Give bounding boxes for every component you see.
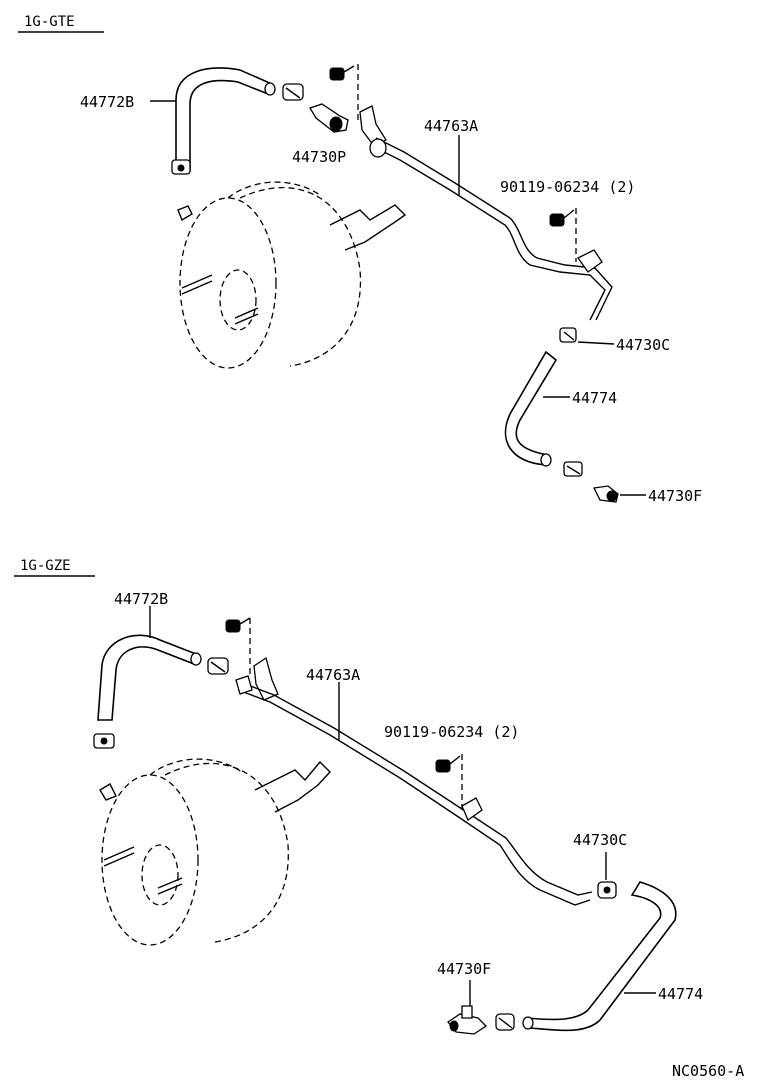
label-hose-upper-1: 44772B [80,93,134,111]
pipe-2-end [235,675,253,695]
bolt-mid-2 [435,755,461,773]
booster-mount-bracket [329,204,407,251]
hose-lower-1 [504,350,558,466]
booster-shell [239,187,362,367]
check-valve-1 [309,103,349,133]
booster-2-nipple [99,783,117,801]
section-2-title: 1G-GZE [20,558,71,574]
leader-clamp-1 [577,341,615,345]
booster-2-front-face [101,774,199,946]
booster-2-boss [141,844,179,906]
clamp-mid-1 [559,327,577,343]
hose-upper-1-end [264,82,276,96]
brake-booster-1 [177,181,407,369]
pipe-2-b [239,681,593,896]
hose-lower-2 [524,881,677,1032]
section-1g-gte: 1G-GTE 44772B [18,14,702,505]
bolt-top-1 [329,65,355,81]
booster-rod-left-2 [181,280,213,295]
label-bolt-1: 90119-06234 (2) [500,178,635,196]
label-clamp-1: 44730C [616,336,670,354]
label-hose-upper-2: 44772B [114,590,168,608]
booster-front-face [179,197,277,369]
pipe-2-a [237,689,591,906]
pipe-1-b [375,137,613,321]
label-union-2: 44730F [437,960,491,978]
pipe-bracket-1 [359,105,387,147]
label-hose-lower-2: 44774 [658,985,703,1003]
pipe-1-a [371,145,606,321]
hose-upper-2-end [190,652,202,666]
booster-rod-center [234,307,259,319]
clamp-mid-2 [597,881,617,899]
section-1g-gze: 1G-GZE 44772B [14,558,703,1035]
brake-booster-2 [99,758,331,946]
booster-nipple [177,205,193,222]
union-1 [593,485,619,503]
clamp-bottom-1 [563,461,583,477]
clamp-lower-left-1 [171,159,191,175]
bolt-top-2 [225,617,251,633]
booster-rod-left [181,274,213,289]
clamp-lower-left-2 [93,733,115,749]
union-2 [447,1005,488,1035]
clamp-bottom-2 [495,1013,515,1031]
diagram-code: NC0560-A [672,1062,744,1080]
booster-2-rim [149,758,243,776]
booster-2-mount-bracket [254,760,331,813]
booster-2-rod-left-2 [103,852,135,867]
label-union-1: 44730F [648,487,702,505]
clamp-upper-1 [282,83,304,101]
label-check-valve-1: 44730P [292,148,346,166]
pipe-clip-1 [577,249,603,273]
hose-upper-1 [175,67,274,171]
bolt-mid-1 [549,209,575,227]
label-clamp-2: 44730C [573,831,627,849]
label-bolt-2: 90119-06234 (2) [384,723,519,741]
hose-upper-2 [97,634,197,721]
section-1-title: 1G-GTE [24,14,75,30]
pipe-bracket-2 [253,656,279,701]
pipe-clip-2 [461,797,483,821]
label-pipe-1: 44763A [424,117,478,135]
booster-2-rod-left [103,846,135,861]
clamp-upper-2 [207,657,229,675]
label-pipe-2: 44763A [306,666,360,684]
booster-rod-center-2 [234,313,259,325]
booster-2-shell [164,762,289,943]
booster-boss [219,269,257,331]
label-hose-lower-1: 44774 [572,389,617,407]
hose-lower-2-end [522,1016,534,1030]
booster-2-rod-center [157,877,183,889]
pipe-1-end-fitting [369,138,387,158]
booster-rim [227,181,321,199]
booster-2-rod-center-2 [157,883,183,895]
hose-lower-1-end [540,453,552,467]
